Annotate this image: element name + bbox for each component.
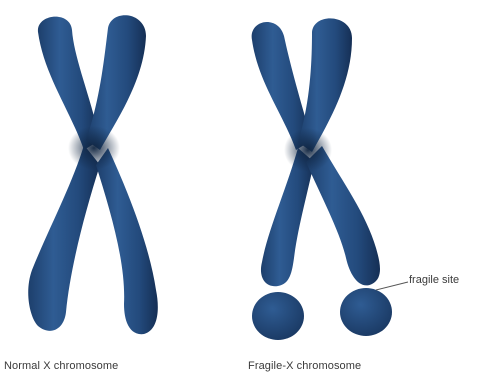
fragile-site-label: fragile site — [409, 275, 459, 286]
normal-x-chromosome — [28, 15, 158, 334]
fragile-centromere — [284, 128, 332, 172]
normal-lower-right-arm — [96, 148, 158, 334]
normal-lower-left-arm — [28, 145, 100, 331]
normal-x-chromosome-caption: Normal X chromosome — [4, 361, 118, 372]
fragile-x-chromosome-caption: Fragile-X chromosome — [248, 361, 361, 372]
fragile-site-leader-line — [376, 282, 408, 290]
fragile-right-tip — [340, 288, 392, 336]
fragile-x-chromosome — [252, 18, 408, 340]
fragile-left-tip — [252, 292, 304, 340]
normal-centromere — [68, 126, 120, 170]
